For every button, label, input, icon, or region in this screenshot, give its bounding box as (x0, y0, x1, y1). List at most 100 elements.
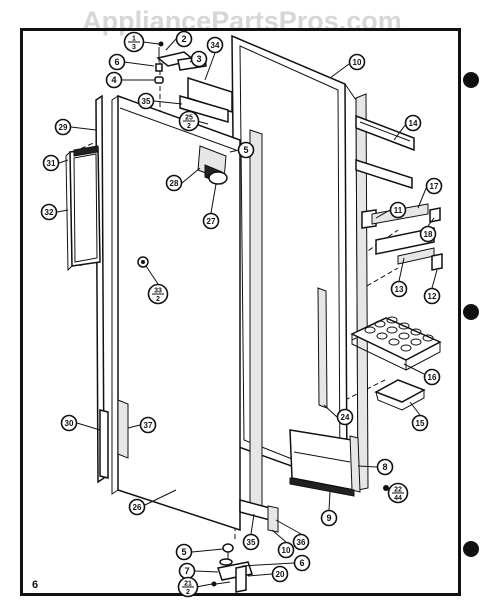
bottom-trim-36 (267, 505, 279, 533)
callout-12: 12 (423, 287, 441, 305)
callout-bubble (242, 533, 260, 551)
callout-31: 31 (42, 154, 60, 172)
callout-numerator: 25 (185, 115, 193, 122)
callout-bubble (139, 416, 157, 434)
callout-9: 9 (320, 509, 338, 527)
callout-37: 37 (139, 416, 157, 434)
callout-3: 3 (190, 50, 208, 68)
callout-number: 18 (424, 230, 433, 239)
watermark-text: AppliancePartsPros.com (82, 6, 402, 36)
callout-bubble (202, 212, 220, 230)
callout-bubble (165, 174, 183, 192)
callout-number: 9 (326, 513, 331, 523)
callout-denominator: 2 (156, 296, 160, 303)
leader-lines (56, 38, 438, 588)
ice-bin-15 (374, 379, 426, 411)
callout-25-2: 252 (178, 110, 200, 132)
callout-number: 3 (196, 54, 201, 64)
door-shelf-32 (65, 147, 101, 272)
callout-number: 24 (341, 413, 350, 422)
callout-2: 2 (175, 30, 193, 48)
callout-numerator: 21 (184, 581, 192, 588)
callout-bubble (108, 53, 126, 71)
callout-6-bottom: 6 (293, 554, 311, 572)
callout-bubble (292, 533, 310, 551)
callout-bubble (348, 53, 366, 71)
callout-number: 15 (416, 419, 425, 428)
callout-numerator: 1 (132, 36, 136, 43)
callout-30: 30 (60, 414, 78, 432)
clip-18 (429, 207, 441, 223)
callout-number: 35 (142, 97, 151, 106)
callout-bubble (40, 203, 58, 221)
callout-number: 36 (297, 538, 306, 547)
callout-number: 31 (47, 159, 56, 168)
callout-bubble (237, 141, 255, 159)
callout-32: 32 (40, 203, 58, 221)
callout-20: 20 (271, 565, 289, 583)
top-mullion-34 (187, 76, 233, 114)
callout-bubble (175, 30, 193, 48)
callout-11: 11 (389, 201, 407, 219)
callout-27: 27 (202, 212, 220, 230)
callout-denominator: 3 (132, 44, 136, 51)
callout-number: 13 (395, 285, 404, 294)
callout-number: 7 (184, 566, 189, 576)
callout-33-2: 332 (147, 283, 169, 305)
callout-bubble (128, 498, 146, 516)
callout-numerator: 22 (394, 487, 402, 494)
clip-12 (431, 253, 443, 271)
callout-bubble (137, 92, 155, 110)
callout-number: 6 (114, 57, 119, 67)
callout-bubble (423, 287, 441, 305)
callout-bubble (60, 414, 78, 432)
lower-frame-8 (289, 429, 361, 497)
callout-5-top: 5 (237, 141, 255, 159)
shelf-rail-31 (73, 145, 99, 157)
callout-number: 35 (247, 538, 256, 547)
callout-number: 14 (409, 119, 418, 128)
callout-number: 30 (65, 419, 74, 428)
callout-35-bottom: 35 (242, 533, 260, 551)
callout-5-bottom: 5 (175, 543, 193, 561)
callout-bubble (376, 458, 394, 476)
callout-number: 5 (181, 547, 186, 557)
callout-bubble (320, 509, 338, 527)
callout-number: 10 (353, 58, 362, 67)
callout-bubble (404, 114, 422, 132)
punch-hole-top (463, 72, 479, 88)
page-border (20, 28, 461, 596)
callout-28: 28 (165, 174, 183, 192)
callout-bubble (277, 541, 295, 559)
callout-21-2: 212 (177, 576, 199, 598)
callout-bubble (42, 154, 60, 172)
callout-15: 15 (411, 414, 429, 432)
screw-22 (383, 485, 389, 491)
callout-number: 29 (59, 123, 68, 132)
callout-denominator: 2 (187, 123, 191, 130)
callout-14: 14 (404, 114, 422, 132)
callout-denominator: 44 (394, 495, 402, 502)
callout-bubble (336, 408, 354, 426)
callout-number: 16 (428, 373, 437, 382)
watermark: AppliancePartsPros.com (82, 6, 402, 36)
punch-hole-middle (463, 304, 479, 320)
callout-36: 36 (292, 533, 310, 551)
callout-number: 32 (45, 208, 54, 217)
callout-1-3: 13 (123, 31, 145, 53)
side-rail-14 (355, 114, 415, 190)
callout-number: 5 (243, 145, 248, 155)
callout-bubble (190, 50, 208, 68)
callout-17: 17 (425, 177, 443, 195)
callout-bubble (390, 280, 408, 298)
callout-number: 27 (207, 217, 216, 226)
callout-10-bottom: 10 (277, 541, 295, 559)
callout-number: 37 (144, 421, 153, 430)
lower-panel-30 (99, 409, 109, 479)
callout-bubble (206, 36, 224, 54)
callout-bubble (419, 225, 437, 243)
callout-number: 4 (111, 75, 116, 85)
